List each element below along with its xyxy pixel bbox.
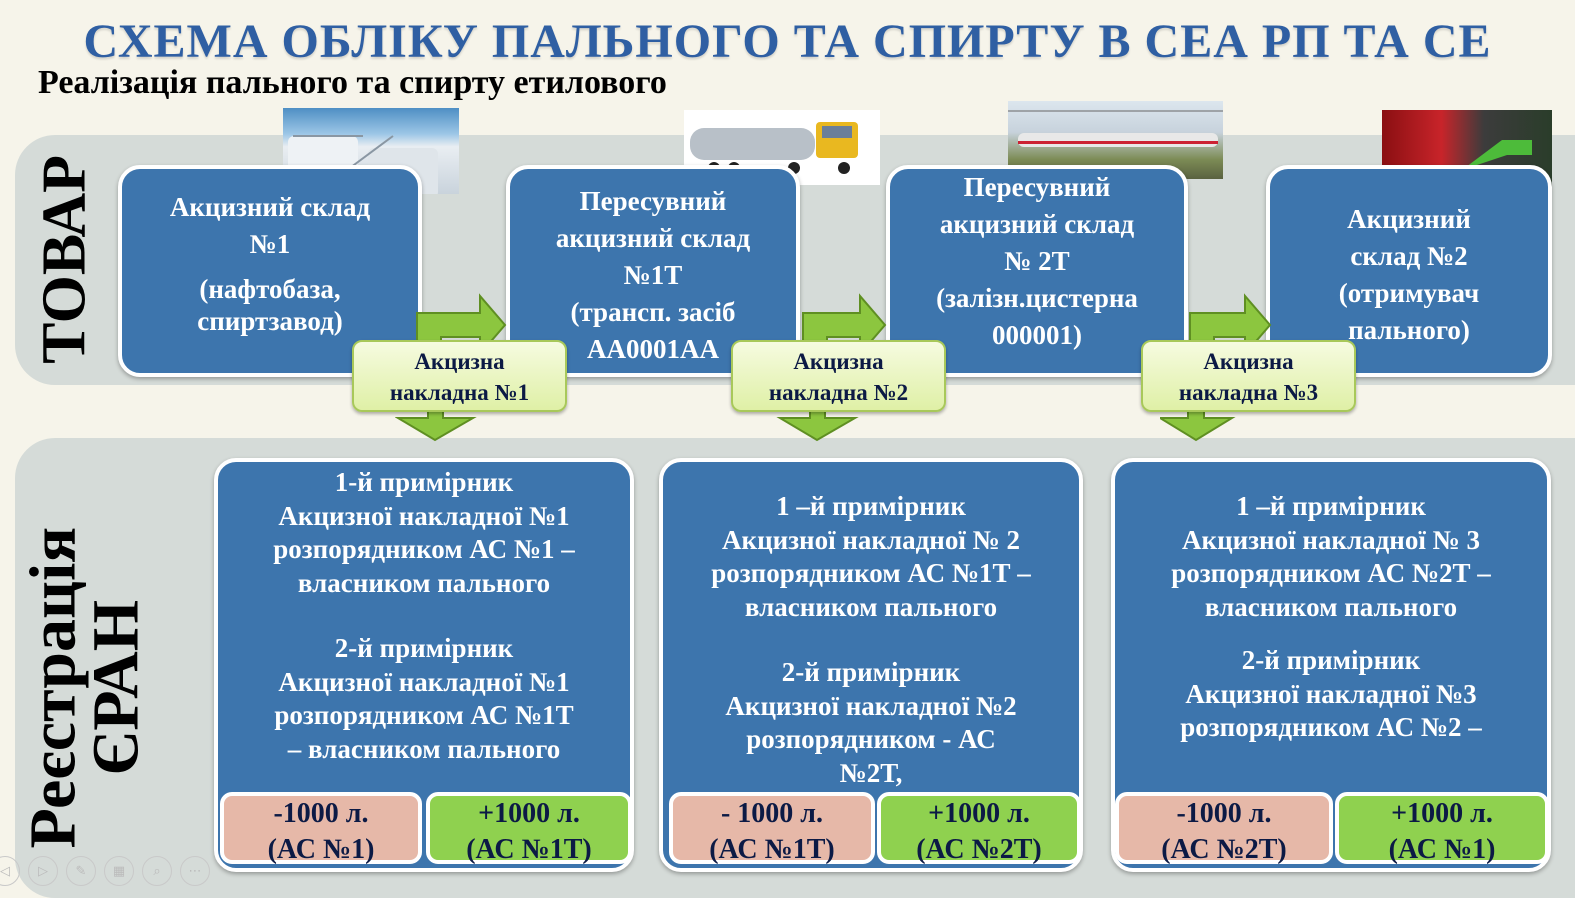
credit-account: (АС №1) [1388,834,1496,865]
reg-line: власником пального [1204,591,1458,622]
reg-line: Акцизної накладної № 3 [1182,524,1480,555]
reg-line: 2-й примірник [1241,645,1421,675]
warehouse-line: № 2Т [1004,246,1070,276]
credit-account: (АС №2Т) [916,834,1042,865]
invoice-line: накладна №1 [389,380,530,405]
previous-slide-icon[interactable]: ◁ [0,856,20,886]
warehouse-line: 000001) [992,320,1082,350]
warehouse-line: акцизний склад [555,223,751,253]
reg-line: Акцизної накладної №1 [278,666,570,697]
reg-line: 2-й примірник [781,657,961,687]
warehouse-line: Пересувний [579,186,727,216]
credit-amount: +1000 л. [1391,798,1493,829]
reg-line: 1 –й примірник [776,491,966,521]
zoom-icon[interactable]: ⌕ [142,856,172,886]
warehouse-2t: Пересувний акцизний склад № 2Т (залізн.ц… [886,165,1188,377]
reg-line: 1-й примірник [334,467,514,497]
reg-line: №2Т, [839,757,903,788]
reg-line: розпорядником АС №1Т – [711,558,1031,588]
reg-line: 2-й примірник [334,633,514,663]
credit-amount: +1000 л. [928,798,1030,829]
warehouse-line: (трансп. засіб [570,297,736,327]
reg-line: власником пального [297,567,551,598]
reg-line: Акцизної накладної № 2 [722,524,1020,555]
invoice-1: Акцизна накладна №1 [352,340,567,412]
slide-subtitle: Реалізація пального та спирту етилового [38,64,667,101]
invoice-line: Акцизна [1203,349,1294,374]
warehouse-line: акцизний склад [939,209,1135,239]
reg-line: 1 –й примірник [1236,491,1426,521]
credit-cell: +1000 л. (АС №1Т) [426,792,632,865]
next-slide-icon[interactable]: ▷ [28,856,58,886]
reg-line: – власником пального [287,733,561,764]
credit-amount: +1000 л. [478,798,580,829]
warehouse-line: АА0001АА [587,334,719,364]
debit-amount: -1000 л. [273,798,369,829]
invoice-line: Акцизна [793,349,884,374]
registration-label-line1: Реєстрація [16,526,90,849]
warehouse-line: (залізн.цистерна [936,283,1138,313]
goods-label: ТОВАР [30,155,99,364]
warehouse-line: спиртзавод) [197,306,343,336]
warehouse-line: Акцизний [1347,204,1471,234]
invoice-line: накладна №2 [768,380,909,405]
invoice-line: Акцизна [414,349,505,374]
warehouse-line: (отримувач [1338,278,1480,308]
reg-line: розпорядником АС №2 – [1180,712,1482,742]
reg-line: розпорядником - АС [746,724,996,754]
reg-line: розпорядником АС №1 – [273,534,575,564]
more-options-icon[interactable]: ⋯ [180,856,210,886]
debit-cell: -1000 л. (АС №1) [220,792,422,865]
slide-title: СХЕМА ОБЛІКУ ПАЛЬНОГО ТА СПИРТУ В СЕА РП… [83,15,1492,68]
reg-line: Акцизної накладної №2 [725,690,1017,721]
registration-label-line2: ЄРАН [79,599,152,776]
debit-account: (АС №1) [267,834,375,865]
debit-amount: - 1000 л. [720,798,824,829]
reg-line: Акцизної накладної №3 [1185,678,1477,709]
invoice-line: накладна №3 [1178,380,1319,405]
warehouse-line: Акцизний склад [169,192,371,222]
warehouse-line: пального) [1348,315,1470,345]
debit-account: (АС №2Т) [1161,834,1287,865]
warehouse-line: склад №2 [1350,241,1468,271]
reg-line: розпорядником АС №1Т [274,700,574,730]
warehouse-line: №1 [249,229,291,259]
debit-cell: -1000 л. (АС №2Т) [1115,792,1333,865]
slideshow-controls: ◁ ▷ ✎ ▦ ⌕ ⋯ [0,856,210,886]
reg-line: Акцизної накладної №1 [278,500,570,531]
warehouse-line: Пересувний [963,172,1111,202]
credit-cell: +1000 л. (АС №1) [1335,792,1549,865]
credit-account: (АС №1Т) [466,834,592,865]
debit-cell: - 1000 л. (АС №1Т) [669,792,875,865]
invoice-2: Акцизна накладна №2 [731,340,946,412]
reg-line: власником пального [744,591,998,622]
credit-cell: +1000 л. (АС №2Т) [877,792,1081,865]
reg-line: розпорядником АС №2Т – [1171,558,1491,588]
slides-grid-icon[interactable]: ▦ [104,856,134,886]
registration-label: Реєстрація ЄРАН [16,523,152,853]
pen-icon[interactable]: ✎ [66,856,96,886]
warehouse-line: №1Т [623,260,683,290]
debit-amount: -1000 л. [1176,798,1272,829]
invoice-3: Акцизна накладна №3 [1141,340,1356,412]
warehouse-line: (нафтобаза, [199,274,341,304]
debit-account: (АС №1Т) [709,834,835,865]
